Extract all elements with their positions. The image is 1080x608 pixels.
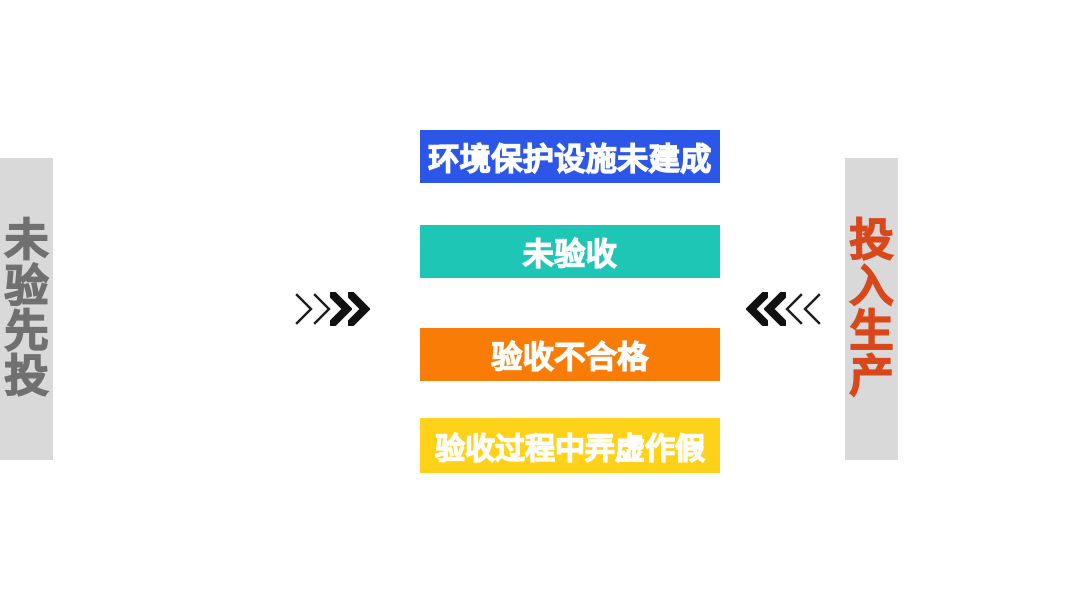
- flow-bar-acceptance-failed: 验收不合格: [420, 328, 720, 381]
- chevron-left-solid-icon-1: [746, 292, 768, 326]
- left-vertical-panel: 未 验 先 投: [0, 158, 53, 460]
- chevron-right-outline-icon-2: [312, 292, 334, 326]
- chevrons-right-icon: [294, 286, 370, 332]
- left-panel-char-3: 先: [4, 307, 50, 356]
- right-panel-char-4: 产: [849, 352, 895, 402]
- chevron-left-outline-icon-1: [782, 292, 804, 326]
- right-panel-char-1: 投: [849, 216, 895, 266]
- flow-bar-acceptance-fraud: 验收过程中弄虚作假: [420, 418, 720, 473]
- flow-bar-label: 未验收: [522, 236, 618, 272]
- flow-bar-label: 环境保护设施未建成: [428, 141, 712, 177]
- right-panel-char-3: 生: [849, 307, 895, 356]
- chevron-right-outline-icon-1: [294, 292, 316, 326]
- right-panel-char-2: 入: [849, 261, 895, 311]
- chevron-left-outline-icon-2: [800, 292, 822, 326]
- flow-bar-label: 验收不合格: [491, 339, 649, 375]
- chevron-left-solid-icon-2: [764, 292, 786, 326]
- chevron-right-solid-icon-2: [348, 292, 370, 326]
- chevron-right-solid-icon-1: [330, 292, 352, 326]
- flow-bar-label: 验收过程中弄虚作假: [434, 432, 705, 466]
- left-panel-char-4: 投: [4, 352, 50, 402]
- left-panel-char-1: 未: [4, 216, 50, 266]
- flow-bar-environment-facility: 环境保护设施未建成: [420, 130, 720, 183]
- flow-bar-not-accepted: 未验收: [420, 225, 720, 278]
- chevrons-left-icon: [746, 286, 822, 332]
- left-panel-char-2: 验: [4, 261, 50, 311]
- right-vertical-panel: 投 入 生 产: [845, 158, 898, 460]
